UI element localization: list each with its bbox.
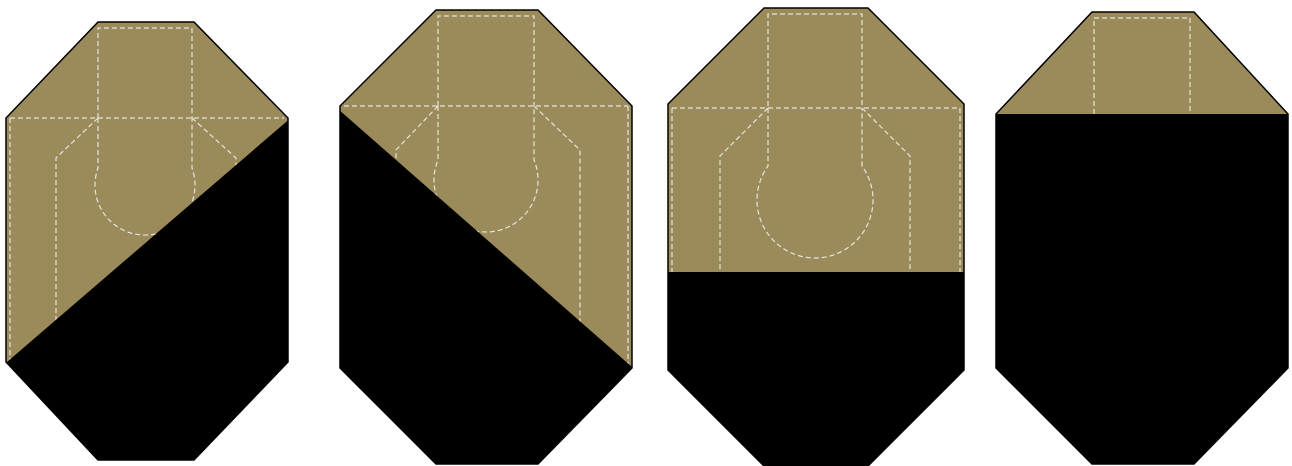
target-lower-third-covered	[660, 0, 970, 466]
hard-cover	[660, 272, 970, 466]
hard-cover	[990, 114, 1292, 466]
target-diagonal-lower-left	[330, 0, 640, 466]
target-mostly-covered	[990, 0, 1292, 466]
target-diagonal-lower-right	[0, 0, 300, 466]
